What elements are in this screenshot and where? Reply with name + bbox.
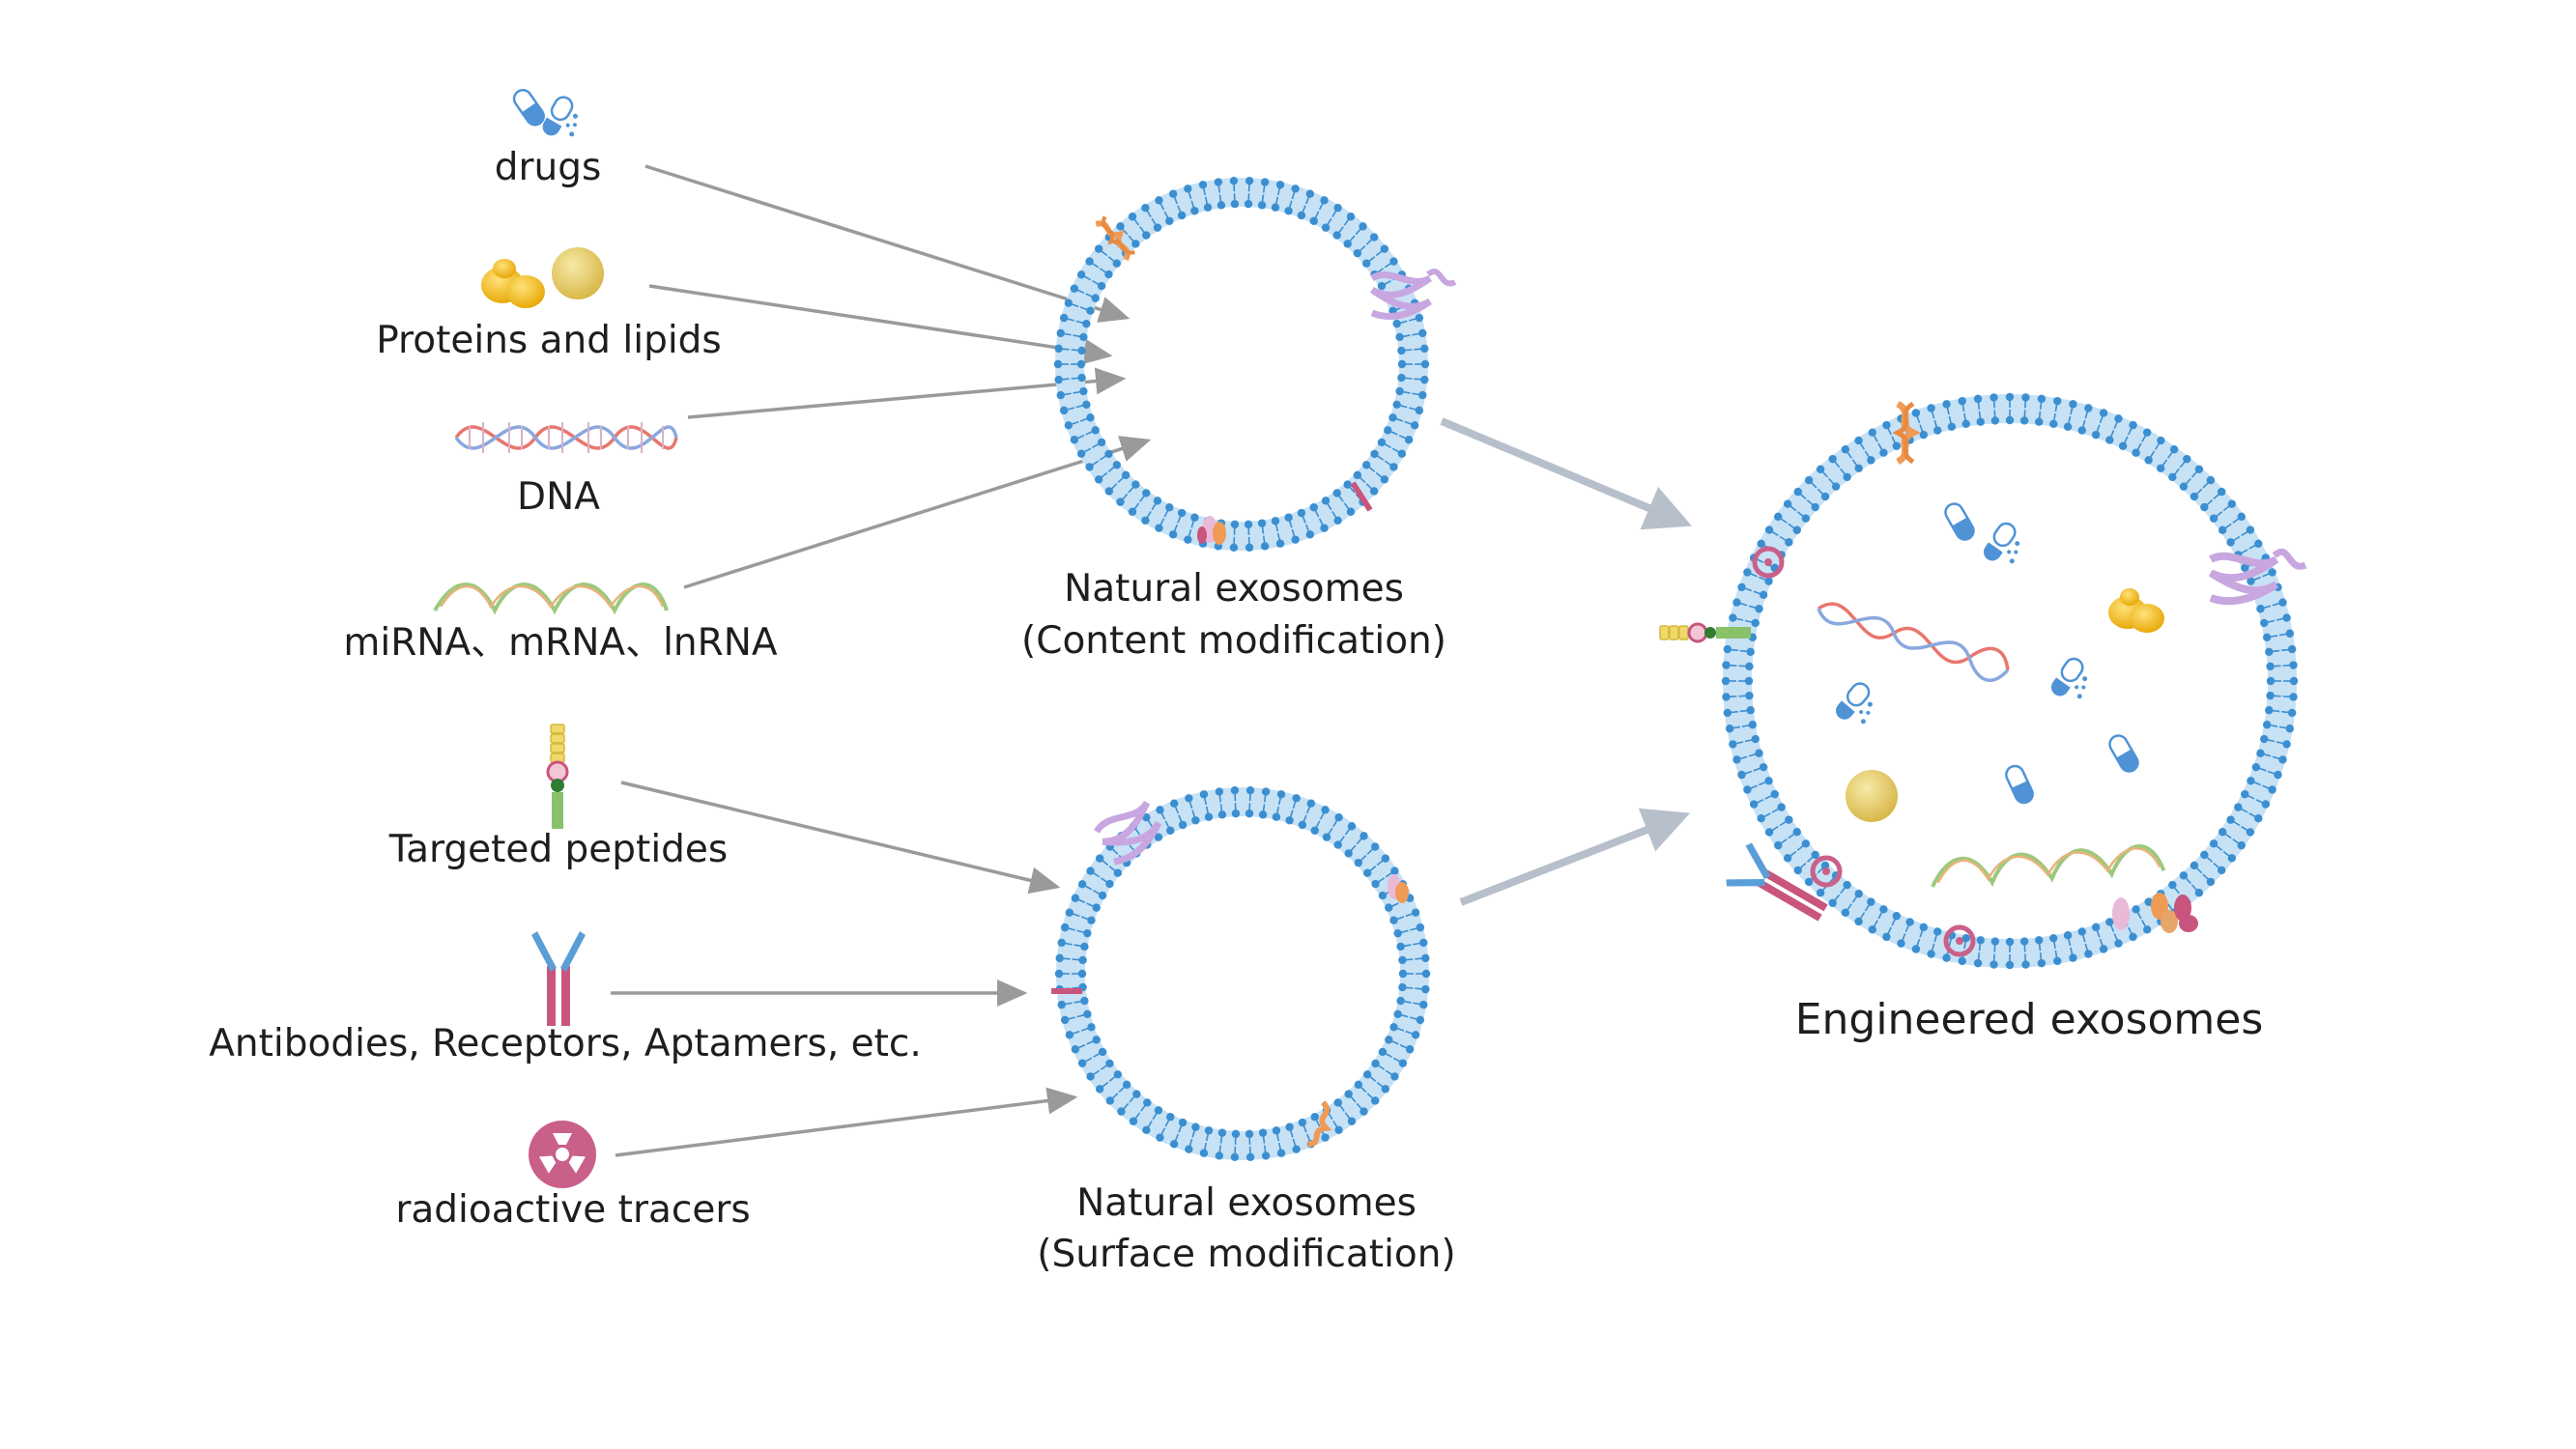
engineered-tracer-1 [1752, 546, 1785, 579]
orange-membrane-protein [1095, 215, 1135, 261]
natural-exosome-content [1053, 176, 1457, 553]
label-engineered-exosomes: Engineered exosomes [1795, 995, 2264, 1044]
interior-capsule-2 [2002, 761, 2037, 808]
proteins-and-lipids-icon [481, 247, 604, 308]
label-targeted-peptides: Targeted peptides [388, 828, 729, 871]
rna-icon [433, 582, 669, 615]
interior-capsule-3 [2104, 730, 2143, 777]
antibody-icon [531, 931, 586, 1026]
engineered-antibody [1726, 842, 1828, 922]
interior-broken-capsule-1 [1979, 519, 2032, 575]
label-natural-exosomes-content-line1: Natural exosomes [1064, 567, 1404, 611]
label-natural-exosomes-content-line2: (Content modification) [1021, 619, 1446, 663]
natural-exosome-surface [1051, 785, 1431, 1162]
purple-surface-protein [1093, 800, 1162, 866]
arrow-content-to-engineered [1440, 417, 1693, 530]
label-drugs: drugs [495, 146, 602, 189]
engineered-tracer-3 [1943, 924, 1976, 957]
interior-protein [2108, 588, 2164, 633]
drugs-icon [509, 85, 590, 148]
label-rna: miRNA、mRNA、lnRNA [343, 621, 778, 665]
interior-broken-capsule-2 [1831, 678, 1885, 734]
engineered-orange-protein [1892, 400, 1921, 466]
label-radioactive-tracers: radioactive tracers [395, 1188, 750, 1232]
engineered-purple-protein [2208, 549, 2307, 606]
bottom-membrane-protein [1197, 516, 1226, 545]
arrow-proteins-lipids [648, 284, 1113, 365]
label-dna: DNA [517, 475, 600, 519]
label-natural-exosomes-surface-line1: Natural exosomes [1076, 1181, 1417, 1225]
engineered-exosome [1659, 392, 2307, 970]
lipid-bilayer [1721, 392, 2299, 970]
targeted-peptides-icon [546, 724, 569, 829]
arrow-tracers [615, 1087, 1078, 1157]
small-receptor [1350, 481, 1373, 512]
engineered-peptide [1659, 622, 1751, 643]
arrow-peptides [620, 781, 1061, 895]
orange-surface-protein-bottom [1307, 1100, 1332, 1148]
lipid-bilayer [1054, 785, 1431, 1162]
purple-membrane-protein [1369, 269, 1457, 321]
radioactive-tracer-icon [529, 1121, 596, 1188]
interior-dna [1817, 602, 2010, 682]
dna-icon [454, 422, 678, 453]
orange-surface-protein-top [1388, 874, 1409, 903]
engineered-bottom-protein [2112, 893, 2198, 933]
label-proteins-and-lipids: Proteins and lipids [376, 319, 722, 362]
interior-capsule-1 [1940, 498, 1979, 545]
interior-rna [1931, 844, 2166, 888]
arrow-surface-to-engineered [1459, 808, 1691, 906]
interior-lipid [1846, 770, 1898, 822]
arrow-dna [687, 367, 1127, 419]
arrow-rna [683, 436, 1152, 589]
interior-broken-capsule-3 [2046, 654, 2100, 710]
lipid-bilayer [1053, 176, 1430, 553]
input-arrows [611, 164, 1152, 1157]
engineered-tracer-2 [1810, 855, 1843, 888]
label-antibodies: Antibodies, Receptors, Aptamers, etc. [209, 1022, 922, 1065]
arrow-drugs [644, 164, 1131, 323]
label-natural-exosomes-surface-line2: (Surface modification) [1037, 1233, 1455, 1276]
transform-arrows [1440, 417, 1693, 906]
